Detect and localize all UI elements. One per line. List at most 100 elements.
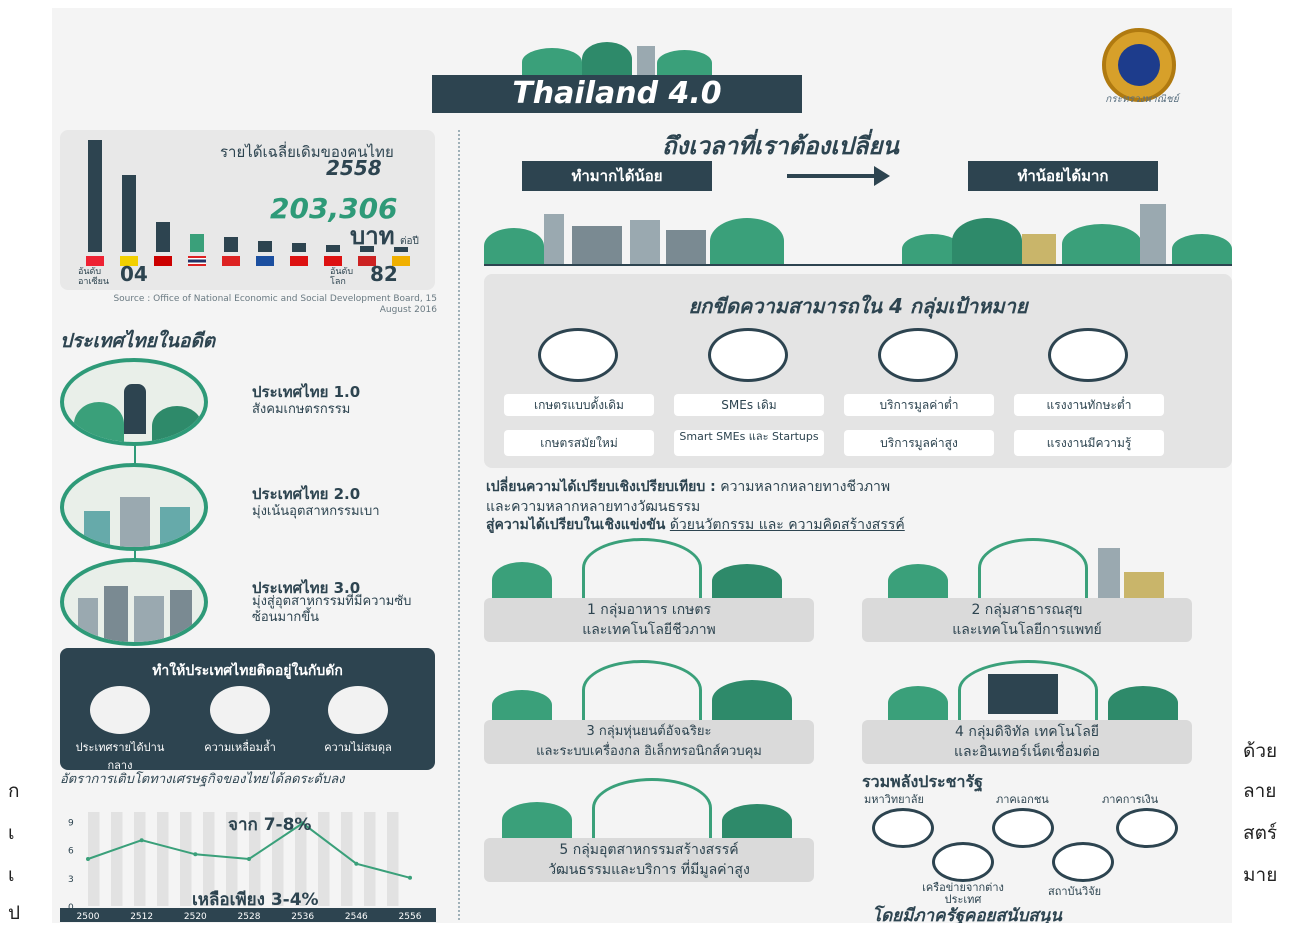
income-year: 2558 [326, 156, 382, 180]
x-tick-label: 2528 [238, 912, 261, 922]
from-box: ทำมากได้น้อย [522, 161, 712, 191]
bg-text-left-3: เ [8, 864, 15, 886]
era-3-sub: มุ่งสู่อุตสาหกรรมที่มีความซับซ้อนมากขึ้น [252, 594, 412, 625]
thai-flag-icon [188, 256, 206, 266]
flag-icon [324, 256, 342, 266]
farmer-handshake-icon [538, 328, 618, 382]
x-tick-label: 2520 [184, 912, 207, 922]
era-1-sub: สังคมเกษตรกรรม [252, 402, 351, 417]
partners-footer: โดยมีภาครัฐคอยสนับสนุน [872, 906, 1062, 923]
right-arrow-icon [787, 174, 877, 178]
sector-2-illustration [888, 538, 1188, 598]
partner-university-label: มหาวิทยาลัย [864, 793, 924, 806]
bg-text-right-4: มาย [1243, 864, 1278, 886]
chart-stripe [157, 812, 169, 906]
bg-text-left-4: ป [8, 902, 21, 924]
income-bar [224, 237, 238, 252]
past-heading: ประเทศไทยในอดีต [60, 330, 216, 352]
income-bar [394, 247, 408, 252]
target-to-4: แรงงานมีความรู้ [1014, 430, 1164, 456]
target-from-4: แรงงานทักษะต่ำ [1014, 394, 1164, 416]
chart-stripe [203, 812, 215, 906]
money-icon [210, 686, 270, 734]
advantage-line-1-rest: ความหลากหลายทางชีวภาพ [720, 479, 891, 495]
trap-label-inequality: ความเหลื่อมล้ำ [204, 741, 276, 754]
sector-3-illustration [492, 660, 812, 720]
y-tick-label: 3 [68, 875, 74, 885]
sector-1-line-1: 1 กลุ่มอาหาร เกษตร [586, 602, 712, 618]
era-2-illustration [60, 463, 208, 551]
income-card: รายได้เฉลี่ยเดิมของคนไทย 2558 203,306 บา… [60, 130, 435, 290]
to-box: ทำน้อยได้มาก [968, 161, 1158, 191]
target-to-1: เกษตรสมัยใหม่ [504, 430, 654, 456]
income-source: Source : Office of National Economic and… [113, 294, 437, 315]
income-heading: รายได้เฉลี่ยเดิมของคนไทย [220, 143, 394, 161]
bg-text-right-2: ลาย [1243, 780, 1277, 802]
title-city-illustration [522, 36, 712, 76]
era-1-title: ประเทศไทย 1.0 [252, 383, 361, 401]
research-robot-icon [1052, 842, 1114, 882]
x-tick-label: 2546 [345, 912, 368, 922]
infographic-poster: Thailand 4.0 กระทรวงพาณิชย์ รายได้เฉลี่ย… [52, 8, 1232, 923]
city-ground-line [484, 264, 1232, 266]
targets-heading: ยกขีดความสามารถใน 4 กลุ่มเป้าหมาย [688, 294, 1028, 318]
income-bar [88, 140, 102, 252]
growth-chart: 03692500251225202528253625462556 [60, 812, 436, 922]
x-tick-label: 2512 [130, 912, 153, 922]
advantage-line-3: สู่ความได้เปรียบในเชิงแข่งขัน ด้วยนวัตกร… [486, 514, 905, 536]
page-title: Thailand 4.0 [432, 75, 802, 113]
income-bar [292, 243, 306, 252]
book-icon [992, 808, 1054, 848]
service-handshake-icon [878, 328, 958, 382]
partner-finance-label: ภาคการเงิน [1102, 793, 1159, 806]
advantage-line-1-bold: เปลี่ยนความได้เปรียบเชิงเปรียบเทียบ : [486, 479, 716, 495]
sector-5: 5 กลุ่มอุตสาหกรรมสร้างสรรค์ วัฒนธรรมและบ… [484, 838, 814, 882]
era-3-illustration [60, 558, 208, 646]
target-from-1: เกษตรแบบดั้งเดิม [504, 394, 654, 416]
bg-text-right-3: สตร์ [1243, 822, 1278, 844]
change-heading: ถึงเวลาที่เราต้องเปลี่ยน [662, 132, 899, 160]
sector-5-line-2: วัฒนธรรมและบริการ ที่มีมูลค่าสูง [548, 862, 750, 878]
sector-3-line-1: 3 กลุ่มหุ่นยนต์อัจฉริยะ [586, 724, 712, 739]
x-axis-band [60, 908, 436, 922]
sector-5-line-1: 5 กลุ่มอุตสาหกรรมสร้างสรรค์ [559, 842, 739, 858]
sector-4: 4 กลุ่มดิจิทัล เทคโนโลยี และอินเทอร์เน็ต… [862, 720, 1192, 764]
column-divider [458, 130, 460, 920]
era-2-sub: มุ่งเน้นอุตสาหกรรมเบา [252, 504, 380, 519]
sector-4-line-1: 4 กลุ่มดิจิทัล เทคโนโลยี [955, 724, 1099, 740]
x-tick-label: 2536 [291, 912, 314, 922]
partner-foreign-label: เครือข่ายจากต่างประเทศ [922, 881, 1004, 906]
traps-heading: ทำให้ประเทศไทยติดอยู่ในกับดัก [152, 663, 343, 679]
sector-1-line-2: และเทคโนโลยีชีวภาพ [582, 622, 716, 638]
targets-card: ยกขีดความสามารถใน 4 กลุ่มเป้าหมาย เกษตรแ… [484, 274, 1232, 468]
traps-panel: ทำให้ประเทศไทยติดอยู่ในกับดัก ประเทศรายไ… [60, 648, 435, 772]
income-bar [258, 241, 272, 252]
flag-icon [358, 256, 376, 266]
income-per: ต่อปี [400, 236, 419, 247]
sector-2: 2 กลุ่มสาธารณสุข และเทคโนโลยีการแพทย์ [862, 598, 1192, 642]
growth-point [193, 852, 198, 857]
globe-icon [932, 842, 994, 882]
sector-4-line-2: และอินเทอร์เน็ตเชื่อมต่อ [954, 744, 1100, 760]
target-to-3: บริการมูลค่าสูง [844, 430, 994, 456]
growth-point [86, 857, 90, 861]
growth-from-label: จาก 7-8% [228, 815, 312, 835]
income-bar-thailand [190, 234, 204, 252]
partners-heading: รวมพลังประชารัฐ [862, 772, 983, 791]
scale-icon [328, 686, 388, 734]
green-city-illustration [902, 204, 1232, 264]
sector-1: 1 กลุ่มอาหาร เกษตร และเทคโนโลยีชีวภาพ [484, 598, 814, 642]
target-from-3: บริการมูลค่าต่ำ [844, 394, 994, 416]
atom-icon [872, 808, 934, 848]
trap-label-imbalance: ความไม่สมดุล [324, 741, 392, 754]
sector-3: 3 กลุ่มหุ่นยนต์อัจฉริยะ และระบบเครื่องกล… [484, 720, 814, 764]
flag-icon [290, 256, 308, 266]
target-to-2: Smart SMEs และ Startups [674, 430, 824, 456]
y-tick-label: 9 [68, 818, 74, 828]
bg-text-left-2: เ [8, 822, 15, 844]
business-handshake-icon [708, 328, 788, 382]
growth-point [354, 861, 359, 866]
world-rank: 82 [370, 262, 398, 286]
flag-icon [256, 256, 274, 266]
income-bar [122, 175, 136, 252]
